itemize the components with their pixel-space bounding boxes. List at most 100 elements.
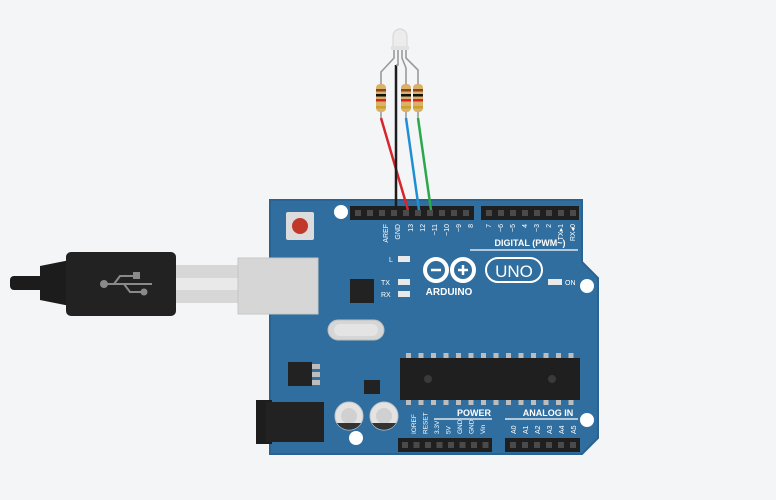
- led-label-l: L: [389, 257, 393, 264]
- resistor-red[interactable]: [376, 80, 386, 118]
- header-socket[interactable]: [439, 210, 445, 216]
- header-socket[interactable]: [379, 210, 385, 216]
- power-pin-label: 3.3V: [434, 420, 441, 434]
- blue-wire[interactable]: [404, 117, 421, 211]
- resistor-green[interactable]: [413, 80, 423, 118]
- header-socket[interactable]: [451, 210, 457, 216]
- wires: [379, 65, 433, 211]
- top-header-left: [350, 206, 474, 220]
- header-socket[interactable]: [482, 442, 489, 448]
- arduino-logo-icon: [423, 257, 476, 283]
- header-socket[interactable]: [558, 210, 564, 216]
- top-header-right: [481, 206, 579, 220]
- header-socket[interactable]: [522, 442, 528, 448]
- header-socket[interactable]: [415, 210, 421, 216]
- header-socket[interactable]: [403, 210, 409, 216]
- top-pin-label: AREF: [383, 224, 390, 243]
- header-socket[interactable]: [546, 210, 552, 216]
- led-label-tx: TX: [381, 280, 390, 287]
- green-wire[interactable]: [416, 117, 433, 211]
- capacitor-right: [369, 401, 399, 431]
- reset-button[interactable]: [286, 212, 314, 240]
- header-socket[interactable]: [448, 442, 454, 448]
- header-socket[interactable]: [436, 442, 443, 448]
- usb-logo-icon: [100, 272, 152, 296]
- mounting-hole: [580, 279, 594, 293]
- mounting-hole: [334, 205, 348, 219]
- power-pin-label: Vin: [480, 424, 487, 434]
- top-pin-label: ~11: [432, 224, 439, 235]
- model-badge: [485, 257, 543, 283]
- top-pin-label: ~3: [534, 224, 541, 232]
- header-socket[interactable]: [498, 210, 504, 216]
- top-pin-label: ~10: [444, 224, 451, 236]
- power-pin-label: GND: [469, 419, 476, 434]
- power-pin-label: GND: [457, 419, 464, 434]
- top-pin-label: 13: [408, 224, 415, 232]
- top-pin-label: 4: [522, 224, 529, 228]
- analog-pin-label: A2: [535, 425, 542, 434]
- led-rx: [398, 291, 410, 297]
- red-wire[interactable]: [379, 117, 410, 211]
- usb-strain-relief: [40, 260, 70, 306]
- analog-pin-label: A4: [559, 425, 566, 434]
- led-label-on: ON: [565, 280, 576, 287]
- header-socket[interactable]: [402, 442, 408, 448]
- resistor-blue[interactable]: [401, 80, 411, 118]
- analog-pin-label: A0: [511, 425, 518, 434]
- led-l: [398, 256, 410, 262]
- header-socket[interactable]: [510, 442, 516, 448]
- header-socket[interactable]: [355, 210, 361, 216]
- brand-label: ARDUINO: [426, 287, 473, 298]
- header-socket[interactable]: [522, 210, 528, 216]
- usb-cable[interactable]: [10, 252, 238, 316]
- rgb-led[interactable]: [380, 28, 419, 80]
- analog-header-label: ANALOG IN: [523, 408, 574, 418]
- power-header: [398, 438, 492, 452]
- header-socket[interactable]: [471, 442, 477, 448]
- led-tx: [398, 279, 410, 285]
- header-socket[interactable]: [425, 442, 431, 448]
- power-pin-label: IOREF: [411, 414, 418, 434]
- led-label-rx: RX: [381, 292, 391, 299]
- header-socket[interactable]: [534, 210, 540, 216]
- power-jack: [256, 400, 324, 444]
- digital-header-label: DIGITAL (PWM~): [495, 238, 566, 248]
- header-socket[interactable]: [570, 442, 576, 448]
- power-header-label: POWER: [457, 408, 492, 418]
- crystal-oscillator: [327, 319, 385, 341]
- header-socket[interactable]: [391, 210, 397, 216]
- top-pin-label: RX◂0: [570, 224, 577, 241]
- led-on: [548, 279, 562, 285]
- usb-controller-chip: [350, 279, 374, 303]
- header-socket[interactable]: [510, 210, 516, 216]
- header-socket[interactable]: [546, 442, 552, 448]
- header-socket[interactable]: [558, 442, 564, 448]
- header-socket[interactable]: [486, 210, 492, 216]
- header-socket[interactable]: [413, 442, 420, 448]
- header-socket[interactable]: [367, 210, 373, 216]
- top-pin-label: ~9: [456, 224, 463, 232]
- top-pin-label: ~5: [510, 224, 517, 232]
- microcontroller-chip: [400, 353, 580, 405]
- analog-pin-label: A3: [547, 425, 554, 434]
- header-socket[interactable]: [427, 210, 433, 216]
- analog-pin-label: A5: [571, 425, 578, 434]
- header-socket[interactable]: [459, 442, 466, 448]
- header-socket[interactable]: [534, 442, 540, 448]
- header-socket[interactable]: [463, 210, 469, 216]
- capacitor-left: [334, 401, 364, 431]
- voltage-regulator: [288, 362, 320, 386]
- analog-pin-label: A1: [523, 425, 530, 434]
- led-legs: [380, 50, 419, 80]
- small-ic: [364, 380, 380, 394]
- usb-port: [237, 257, 319, 315]
- top-pin-label: 7: [486, 224, 493, 228]
- analog-header: [505, 438, 580, 452]
- top-pin-label: ~6: [498, 224, 505, 232]
- mounting-hole: [580, 413, 594, 427]
- top-pin-label: GND: [395, 224, 402, 240]
- header-socket[interactable]: [570, 210, 576, 216]
